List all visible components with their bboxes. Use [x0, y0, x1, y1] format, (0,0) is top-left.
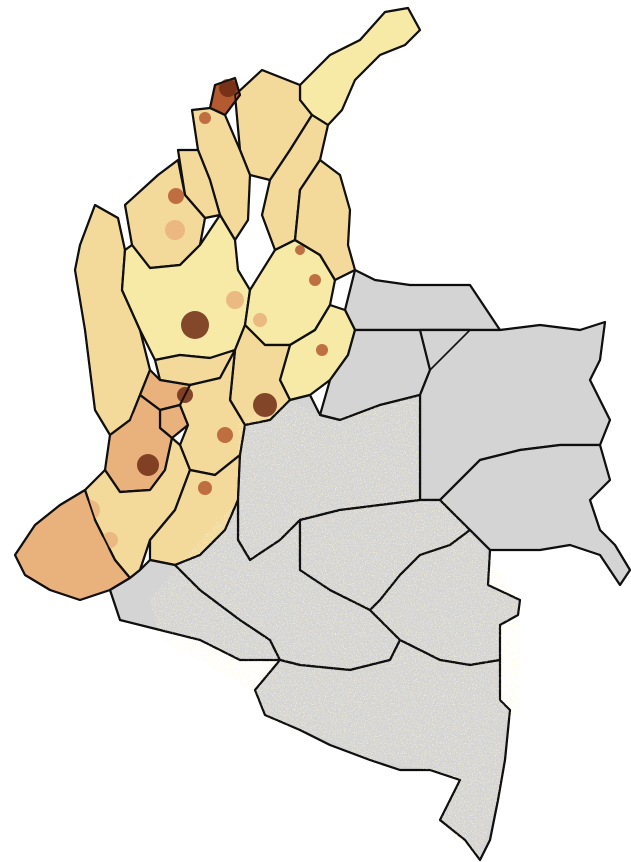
hotspot — [131, 411, 149, 429]
hotspot — [309, 274, 321, 286]
department-borders — [14, 7, 631, 861]
hotspot — [168, 188, 184, 204]
hotspot — [198, 481, 212, 495]
hotspot — [181, 311, 209, 339]
border-narino — [14, 489, 131, 601]
hotspot — [253, 393, 277, 417]
hotspot — [46, 546, 74, 574]
border-norte-de-santander — [294, 159, 356, 281]
hotspot — [217, 427, 233, 443]
density-hotspots — [46, 79, 328, 574]
hotspot — [102, 532, 118, 548]
border-atlantico — [209, 77, 241, 116]
region-arauca — [343, 268, 502, 332]
hotspot — [295, 245, 305, 255]
border-amazonas — [254, 639, 511, 861]
hotspot — [316, 344, 328, 356]
hotspot — [199, 112, 211, 124]
hotspot — [137, 454, 159, 476]
border-guainia — [439, 444, 631, 586]
hotspot — [80, 500, 100, 520]
hotspot — [165, 220, 185, 240]
hotspot — [253, 313, 267, 327]
hotspot — [219, 79, 237, 97]
hotspot — [226, 291, 244, 309]
